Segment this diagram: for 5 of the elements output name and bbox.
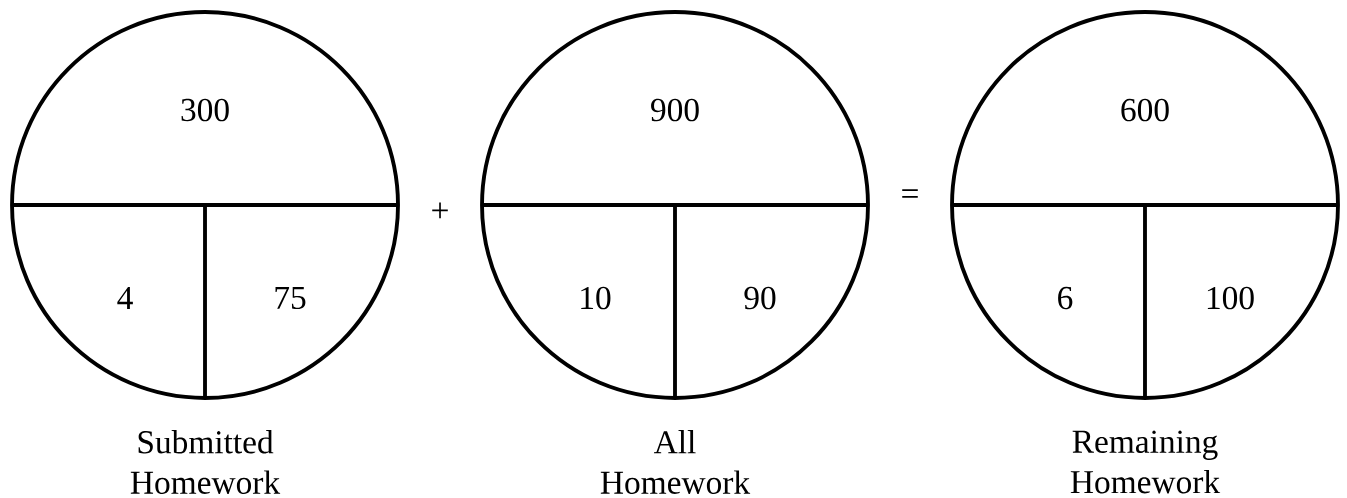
operator-sign: + [432,202,448,219]
node-label: Submitted Homework [130,430,281,494]
operator-sign: = [902,189,918,198]
node-label: Remaining Homework [1070,430,1221,494]
node-label: All Homework [600,430,751,494]
